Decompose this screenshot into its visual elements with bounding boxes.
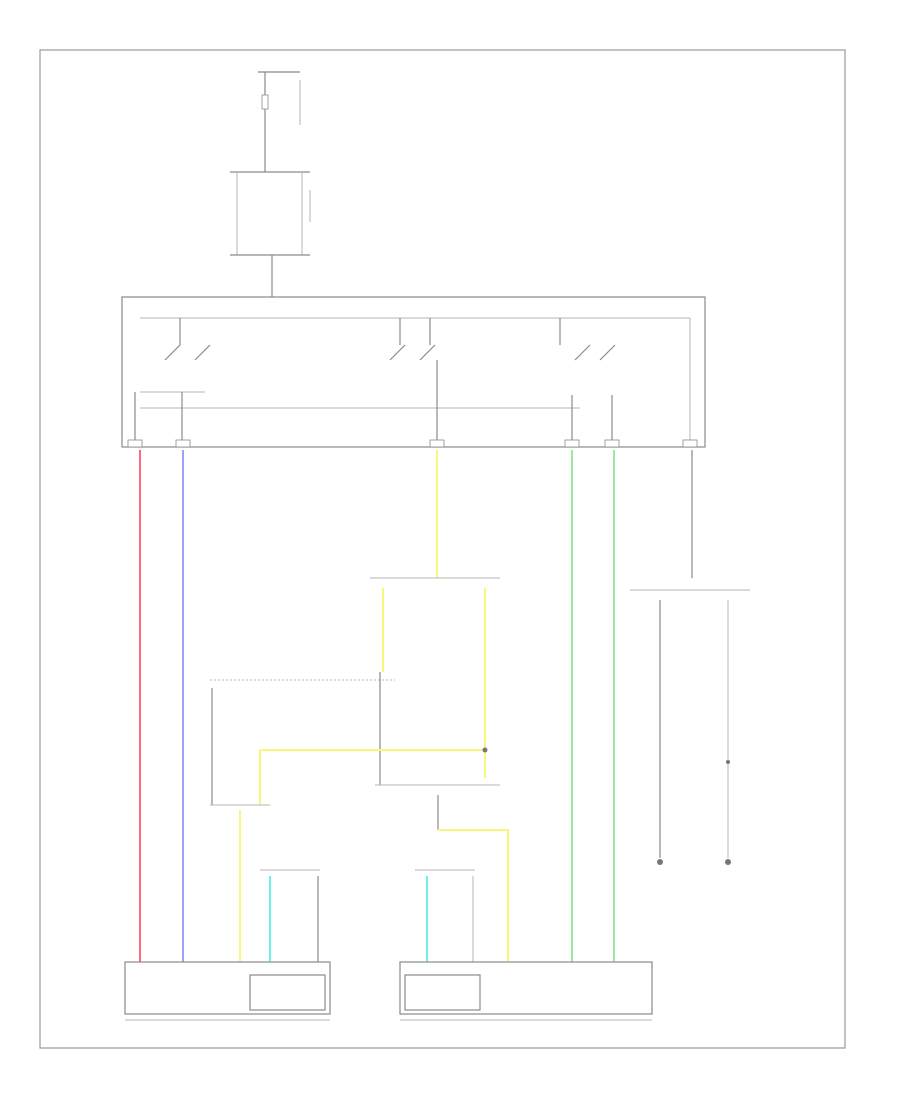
mirror-switch-assembly (121, 296, 706, 448)
connector-icon (127, 439, 143, 448)
right-heater-box (404, 974, 481, 1011)
switch-contacts-left (134, 318, 211, 440)
fuse-icon (261, 94, 269, 110)
fuse-junction-section (230, 71, 311, 297)
connector-icon (604, 439, 620, 448)
splice-icon (482, 747, 488, 753)
switch-contacts-right (559, 318, 616, 440)
ground-icon (657, 859, 663, 865)
left-heater-box (249, 974, 326, 1011)
right-ground-branch (630, 589, 750, 865)
yellow-wire-right-motor (438, 829, 509, 962)
connector-icon (175, 439, 191, 448)
splice-icon (726, 760, 730, 764)
connector-icon (429, 439, 445, 448)
connector-icon (682, 439, 698, 448)
yellow-distribution (210, 577, 509, 962)
connector-icon (564, 439, 580, 448)
right-mirror-assembly (399, 961, 653, 1021)
switch-contacts-center (389, 318, 438, 440)
motor-feeds (260, 869, 475, 962)
mirror-switch-box (121, 296, 706, 448)
ground-icon (725, 859, 731, 865)
diagram-frame (39, 49, 846, 1049)
colored-wires (139, 450, 693, 962)
left-mirror-assembly (124, 961, 331, 1021)
